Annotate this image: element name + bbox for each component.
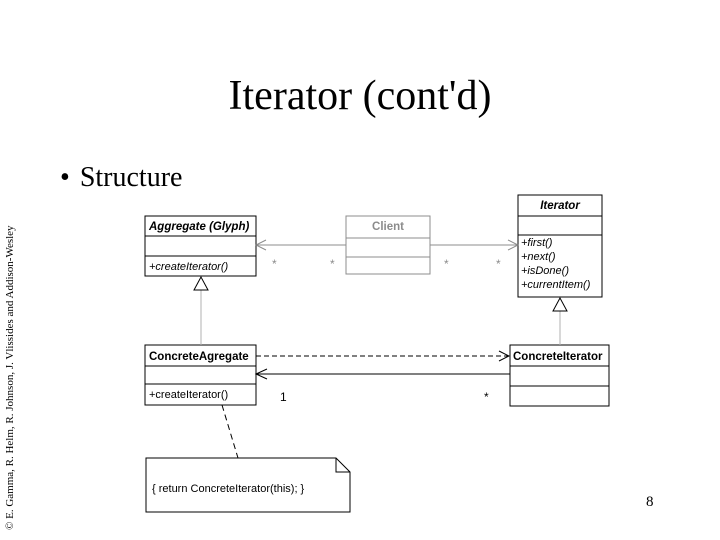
iterator-class: Iterator +first() +next() +isDone() +cur…	[517, 194, 603, 298]
multiplicity-client-iterator-near-client: *	[444, 257, 449, 271]
iterator-generalization-triangle	[552, 296, 568, 312]
client-class: Client	[345, 215, 431, 275]
client-iterator-arrowhead	[507, 239, 520, 251]
bullet-text: Structure	[79, 162, 183, 193]
aggregate-class-name: Aggregate (Glyph)	[148, 221, 249, 233]
iterator-class-box	[517, 194, 603, 298]
aggregate-generalization	[193, 275, 209, 345]
multiplicity-concrete-near-aggregate: 1	[280, 390, 287, 404]
creates-dependency-arrowhead	[498, 350, 511, 362]
iterator-class-name: Iterator	[540, 200, 580, 212]
concrete-aggregate-operation: +createIterator()	[149, 389, 228, 401]
note-box	[145, 457, 351, 513]
iterator-operation-first: +first()	[521, 237, 553, 249]
slide-title: Iterator (cont'd)	[228, 73, 492, 119]
page-number: 8	[646, 494, 654, 510]
concrete-aggregate-class-name: ConcreteAgregate	[149, 351, 249, 363]
concrete-aggregate-class-box	[144, 344, 257, 406]
note-anchor-line	[221, 404, 239, 459]
bullet-item: • Structure	[60, 160, 182, 196]
creates-dependency	[256, 350, 511, 362]
multiplicity-client-iterator-near-iterator: *	[496, 257, 501, 271]
iterator-operation-isdone: +isDone()	[521, 265, 569, 277]
client-iterator-association: * *	[430, 239, 520, 271]
concrete-association: 1 *	[254, 368, 510, 404]
concrete-aggregate-class: ConcreteAgregate +createIterator()	[144, 344, 257, 406]
concrete-iterator-class-box	[509, 344, 610, 407]
note-folded-corner	[335, 458, 350, 473]
iterator-operation-next: +next()	[521, 251, 556, 263]
aggregate-operation: +createIterator()	[149, 261, 229, 273]
note-text: { return ConcreteIterator(this); }	[152, 483, 305, 495]
bullet-dot: •	[60, 162, 70, 193]
iterator-generalization	[552, 296, 568, 345]
multiplicity-client-aggregate-near-aggregate: *	[272, 257, 277, 271]
concrete-association-arrowhead	[254, 368, 268, 380]
implementation-note: { return ConcreteIterator(this); }	[145, 404, 351, 513]
multiplicity-concrete-near-iterator: *	[484, 390, 489, 404]
aggregate-class-box	[144, 215, 257, 277]
aggregate-generalization-triangle	[193, 275, 209, 291]
client-class-name: Client	[372, 221, 404, 233]
client-aggregate-arrowhead	[254, 239, 267, 251]
aggregate-class: Aggregate (Glyph) +createIterator()	[144, 215, 257, 277]
concrete-iterator-class-name: ConcreteIterator	[513, 351, 603, 363]
multiplicity-client-aggregate-near-client: *	[330, 257, 335, 271]
client-aggregate-association: * *	[254, 239, 346, 271]
concrete-iterator-class: ConcreteIterator	[509, 344, 610, 407]
iterator-operation-currentitem: +currentItem()	[521, 279, 591, 291]
client-class-box	[345, 215, 431, 275]
